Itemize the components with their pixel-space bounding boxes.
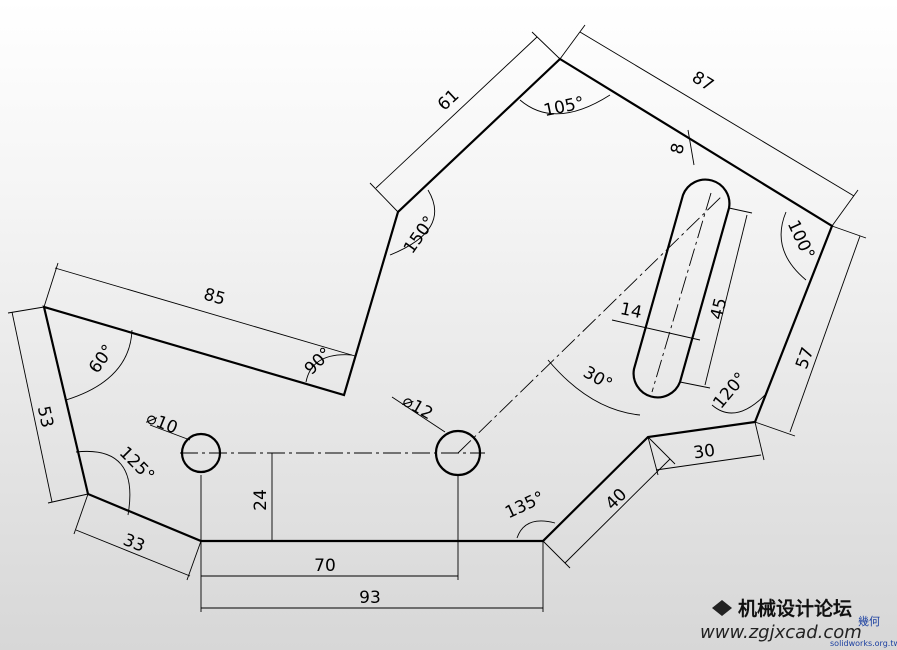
arc-120 [711,394,766,414]
watermark-logo-text: 机械设计论坛 [738,597,852,620]
slot-centerline [651,192,712,393]
label-57: 57 [792,345,818,372]
arc-105 [519,94,611,115]
label-70: 70 [314,556,336,576]
arc-30 [547,359,641,416]
label-30deg: 30° [579,362,615,394]
dim-33 [73,493,202,581]
arc-100 [780,211,807,281]
arc-135 [516,520,556,539]
label-93: 93 [359,588,381,608]
arc-150 [389,189,436,256]
label-53: 53 [33,404,57,429]
dim-87 [559,24,859,227]
label-30: 30 [692,441,716,464]
label-8: 8 [667,141,689,156]
leader-hole-large [391,396,446,433]
label-85: 85 [201,285,227,310]
label-60: 60° [85,341,119,377]
dim-8 [687,129,695,166]
dim-70 [200,475,459,612]
label-45: 45 [707,296,732,322]
leader-hole-small [149,424,191,441]
arc-60 [65,329,133,401]
arc-90 [305,354,353,383]
watermark-sub-chars: 幾何 [858,615,880,628]
dim-30 [647,421,765,476]
slot-angle-centerline [457,195,723,454]
watermark-sub: solidworks.org.tw [830,639,897,648]
watermark-url: www.zgjxcad.com [700,622,862,643]
label-105: 105° [542,93,586,121]
dim-85 [43,262,358,396]
watermark-logo-icon [712,600,732,616]
label-100: 100° [783,217,818,263]
dim-53 [7,306,89,504]
label-33: 33 [120,530,148,557]
dim-40 [542,436,676,569]
dim-61 [369,31,561,213]
label-40: 40 [602,485,631,514]
label-hole-large: ⌀12 [399,391,437,424]
label-24: 24 [251,489,271,511]
slot-outline [632,178,731,399]
dim-57 [754,225,867,437]
label-135: 135° [502,488,548,523]
label-14: 14 [618,299,643,323]
label-87: 87 [688,68,717,96]
dim-45 [679,207,753,389]
label-120: 120° [709,369,751,413]
watermark: 机械设计论坛 幾何 www.zgjxcad.com solidworks.org… [700,597,897,648]
dim-14 [611,319,701,341]
arc-125 [75,450,131,516]
dim-93 [201,541,544,612]
